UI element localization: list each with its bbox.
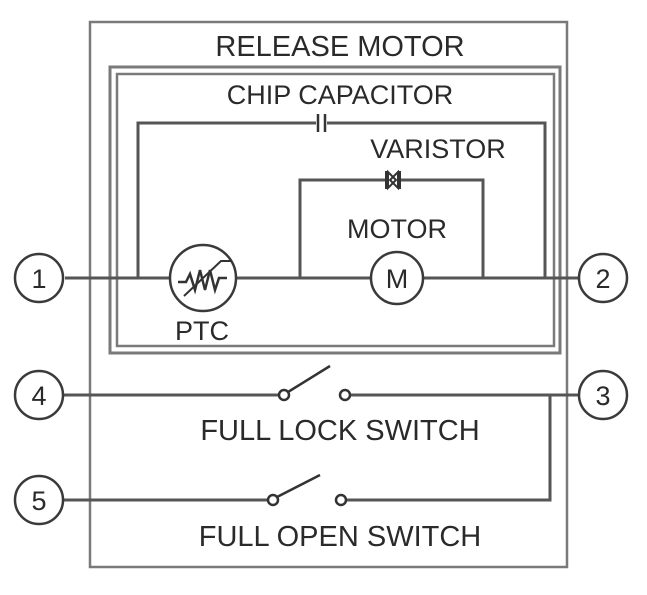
ptc-label: PTC [175,316,229,346]
svg-text:5: 5 [31,486,46,516]
terminal-4: 4 [13,369,65,421]
capacitor-loop-wire [136,121,316,278]
ptc-thermistor-icon [168,243,238,313]
capacitor-loop-wire-right [327,121,547,278]
svg-text:4: 4 [31,381,46,411]
motor-symbol: M [386,264,409,294]
varistor-label: VARISTOR [370,134,506,164]
svg-text:2: 2 [595,264,610,294]
full-open-switch-label: FULL OPEN SWITCH [199,521,482,553]
terminal-1: 1 [13,252,65,304]
varistor-loop-wire [298,178,386,278]
chip-capacitor-box-outer [108,65,562,355]
varistor-icon [385,169,401,191]
chip-capacitor-label: CHIP CAPACITOR [227,80,454,110]
motor-icon: M [369,250,425,306]
full-open-switch-icon [266,473,348,507]
full-lock-switch-icon [277,364,352,402]
terminal-2: 2 [577,252,629,304]
release-motor-box [88,20,569,569]
motor-label: MOTOR [347,214,447,244]
svg-text:3: 3 [595,381,610,411]
terminal-5: 5 [13,474,65,526]
chip-capacitor-box-inner [115,72,556,348]
full-lock-switch-label: FULL LOCK SWITCH [200,415,479,447]
terminal-3: 3 [577,369,629,421]
open-switch-wire-right [347,395,552,502]
svg-text:1: 1 [31,264,46,294]
chip-capacitor-icon [316,114,327,132]
varistor-loop-wire-right [400,178,485,278]
release-motor-title: RELEASE MOTOR [215,31,464,63]
